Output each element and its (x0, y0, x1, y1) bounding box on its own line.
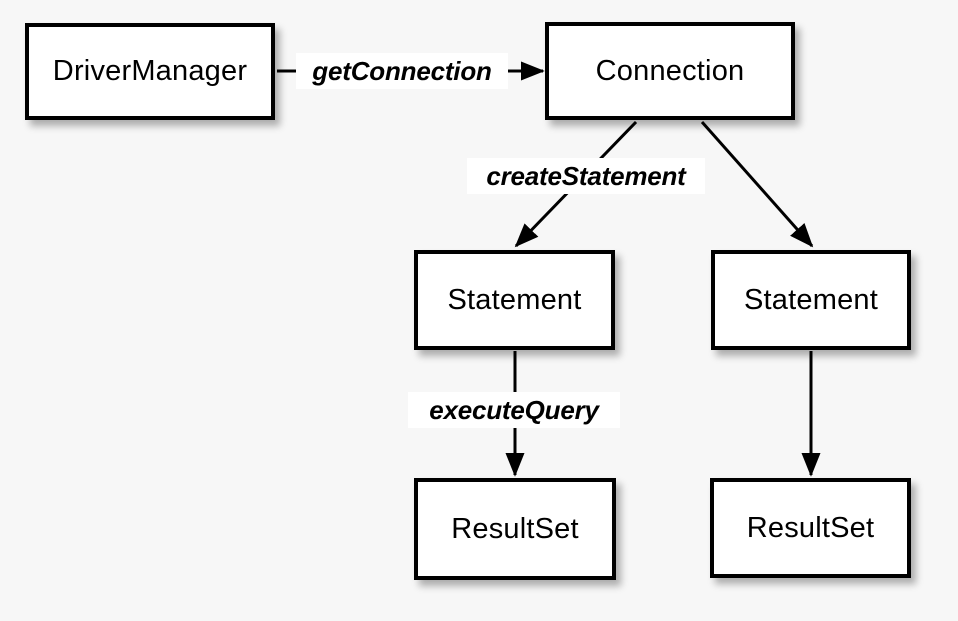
edge-label-getconnection: getConnection (296, 53, 508, 89)
edge-label-createstatement: createStatement (467, 158, 705, 194)
node-connection[interactable]: Connection (545, 22, 795, 120)
node-statement-left[interactable]: Statement (414, 250, 615, 350)
node-statement-right-label: Statement (744, 283, 878, 316)
node-resultset-left-label: ResultSet (451, 512, 579, 545)
node-drivermanager[interactable]: DriverManager (25, 23, 275, 120)
node-resultset-left[interactable]: ResultSet (414, 478, 616, 580)
node-statement-right[interactable]: Statement (711, 250, 911, 350)
node-connection-label: Connection (595, 54, 745, 87)
node-resultset-right[interactable]: ResultSet (710, 478, 911, 578)
node-drivermanager-label: DriverManager (52, 55, 248, 87)
connector-createstatement-right (700, 121, 814, 248)
node-resultset-right-label: ResultSet (746, 511, 875, 544)
node-statement-left-label: Statement (447, 283, 582, 316)
edge-label-executequery: executeQuery (408, 392, 620, 428)
